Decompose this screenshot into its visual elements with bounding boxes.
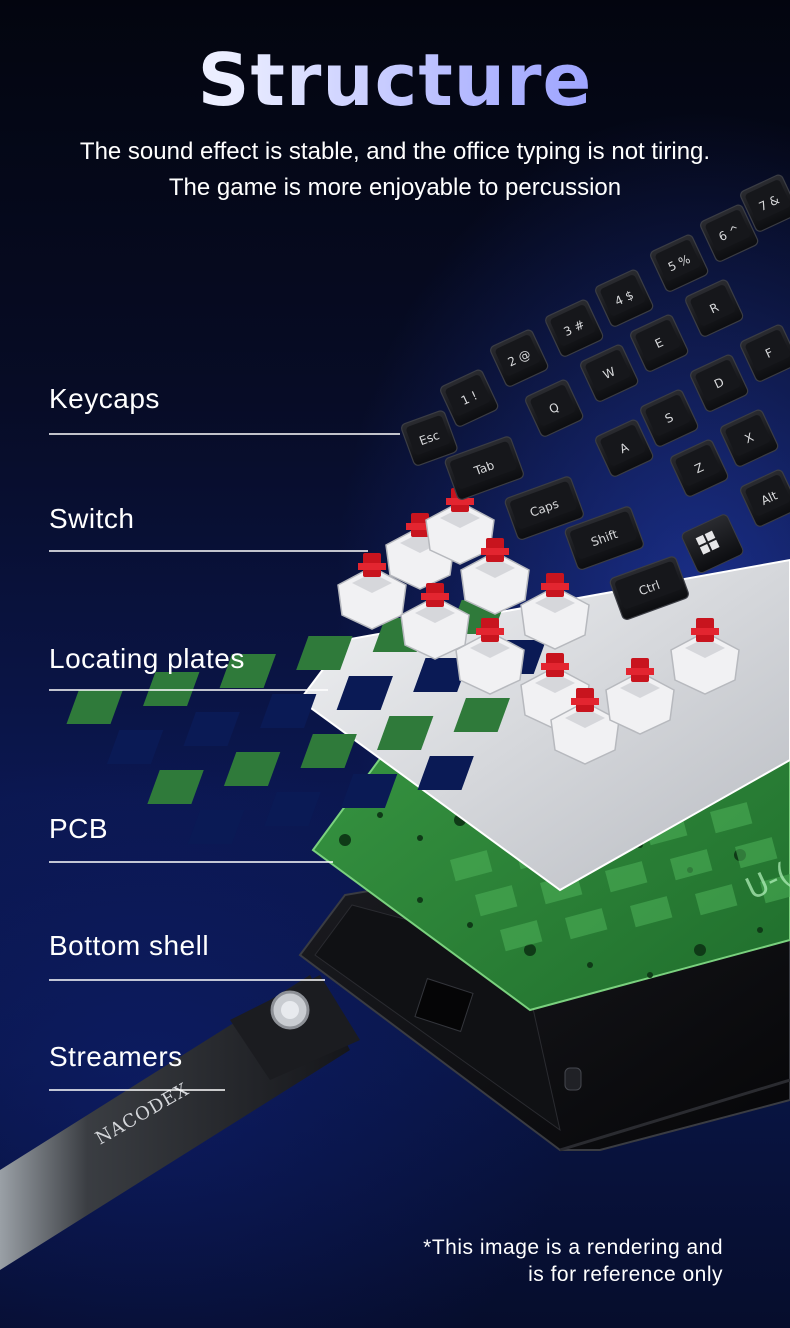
pcb-hole — [417, 897, 423, 903]
plate-cutout — [296, 636, 353, 670]
keycap-legend: 1 ! — [459, 388, 480, 408]
pcb-pad — [735, 837, 778, 869]
keycap: Caps — [504, 476, 584, 540]
keycap-legend: W — [601, 364, 618, 382]
plate-cutout — [340, 774, 398, 808]
pcb-pad — [475, 885, 518, 917]
label-bottom-shell: Bottom shell — [49, 930, 210, 961]
pcb-pad — [694, 884, 738, 916]
keycap: 1 ! — [440, 369, 499, 427]
label-streamers: Streamers — [49, 1041, 183, 1072]
mechanical-switch — [337, 553, 407, 630]
plate-cutout — [143, 672, 200, 706]
keycap-legend: Alt — [759, 488, 780, 508]
keycap: 6 ^ — [700, 204, 759, 262]
streamers-strap — [0, 975, 360, 1270]
plate-cutout — [187, 810, 245, 844]
pcb-pad — [630, 896, 673, 928]
keycap: A — [595, 419, 654, 477]
pcb-hole — [524, 944, 536, 956]
keycap: Alt — [740, 469, 790, 527]
keycap: Tab — [444, 436, 524, 500]
pcb-pad — [500, 920, 543, 952]
keycap: F — [740, 324, 790, 382]
keycap: D — [690, 354, 749, 412]
pcb-pad — [604, 861, 648, 893]
pcb-pad — [710, 802, 753, 834]
plate-cutout — [417, 756, 474, 790]
leader-lines — [49, 433, 400, 1091]
mechanical-switch — [455, 618, 525, 695]
windows-logo-icon — [695, 530, 720, 555]
keycap: X — [720, 409, 779, 467]
keycap: Q — [525, 379, 584, 437]
plate-cutout — [147, 770, 204, 804]
plate-cutout — [183, 712, 240, 746]
subtitle-line-1: The sound effect is stable, and the offi… — [79, 138, 711, 165]
pcb-hole — [694, 944, 706, 956]
label-keycaps: Keycaps — [49, 383, 160, 414]
keycap: 5 % — [650, 234, 709, 292]
plate-cutout — [377, 716, 434, 750]
mechanical-switch — [400, 583, 470, 660]
pcb-hole — [339, 834, 351, 846]
keycap: Shift — [564, 506, 644, 570]
plate-cutout — [219, 654, 276, 688]
label-locating-plates: Locating plates — [49, 643, 245, 674]
pcb-hole — [587, 962, 593, 968]
pcb-pad — [670, 849, 713, 881]
disclaimer-line-2: is for reference only — [528, 1263, 723, 1286]
page-title: Structure — [0, 38, 790, 122]
windows-key — [681, 514, 744, 574]
plate-cutout — [260, 694, 317, 728]
keycap: Esc — [400, 410, 458, 466]
pcb-hole — [757, 927, 763, 933]
plate-cutout — [336, 676, 393, 710]
keycap-legend: Ctrl — [637, 578, 662, 598]
keycap: 2 @ — [490, 329, 549, 387]
keycap: E — [630, 314, 689, 372]
keycap: Z — [670, 439, 729, 497]
pcb-pad — [450, 850, 493, 882]
subtitle-line-2: The game is more enjoyable to percussion — [168, 174, 622, 201]
mechanical-switch — [550, 688, 620, 765]
pcb-hole — [417, 835, 423, 841]
plate-cutout — [264, 792, 321, 826]
plate-cutout — [453, 698, 510, 732]
mechanical-switch — [605, 658, 675, 735]
mechanical-switch — [670, 618, 740, 695]
plate-cutout — [106, 730, 164, 764]
plate-cutout — [223, 752, 281, 786]
keycap-legend: Esc — [417, 428, 441, 448]
keycap: 4 $ — [595, 269, 654, 327]
label-pcb: PCB — [49, 813, 109, 844]
pcb-hole — [467, 922, 473, 928]
plate-cutout — [66, 690, 123, 724]
pcb-hole — [647, 972, 653, 978]
pcb-pad — [565, 908, 608, 940]
keycap: 3 # — [545, 299, 604, 357]
keycap: R — [685, 279, 744, 337]
keycap: S — [640, 389, 699, 447]
keycap: Ctrl — [609, 556, 689, 620]
keycap-legend: Tab — [471, 458, 496, 478]
plate-cutout — [300, 734, 357, 768]
switch-row — [337, 488, 740, 765]
mechanical-switch — [460, 538, 530, 615]
keycap: W — [580, 344, 639, 402]
mechanical-switch — [520, 573, 590, 650]
pcb-hole — [377, 812, 383, 818]
pcb-pad — [759, 872, 790, 904]
disclaimer-note: *This image is a rendering and is for re… — [303, 1234, 723, 1288]
plate-cutout — [413, 658, 470, 692]
keycap: 7 & — [740, 174, 790, 232]
disclaimer-line-1: *This image is a rendering and — [423, 1236, 723, 1259]
label-switch: Switch — [49, 503, 135, 534]
plate-cutouts — [66, 600, 547, 844]
